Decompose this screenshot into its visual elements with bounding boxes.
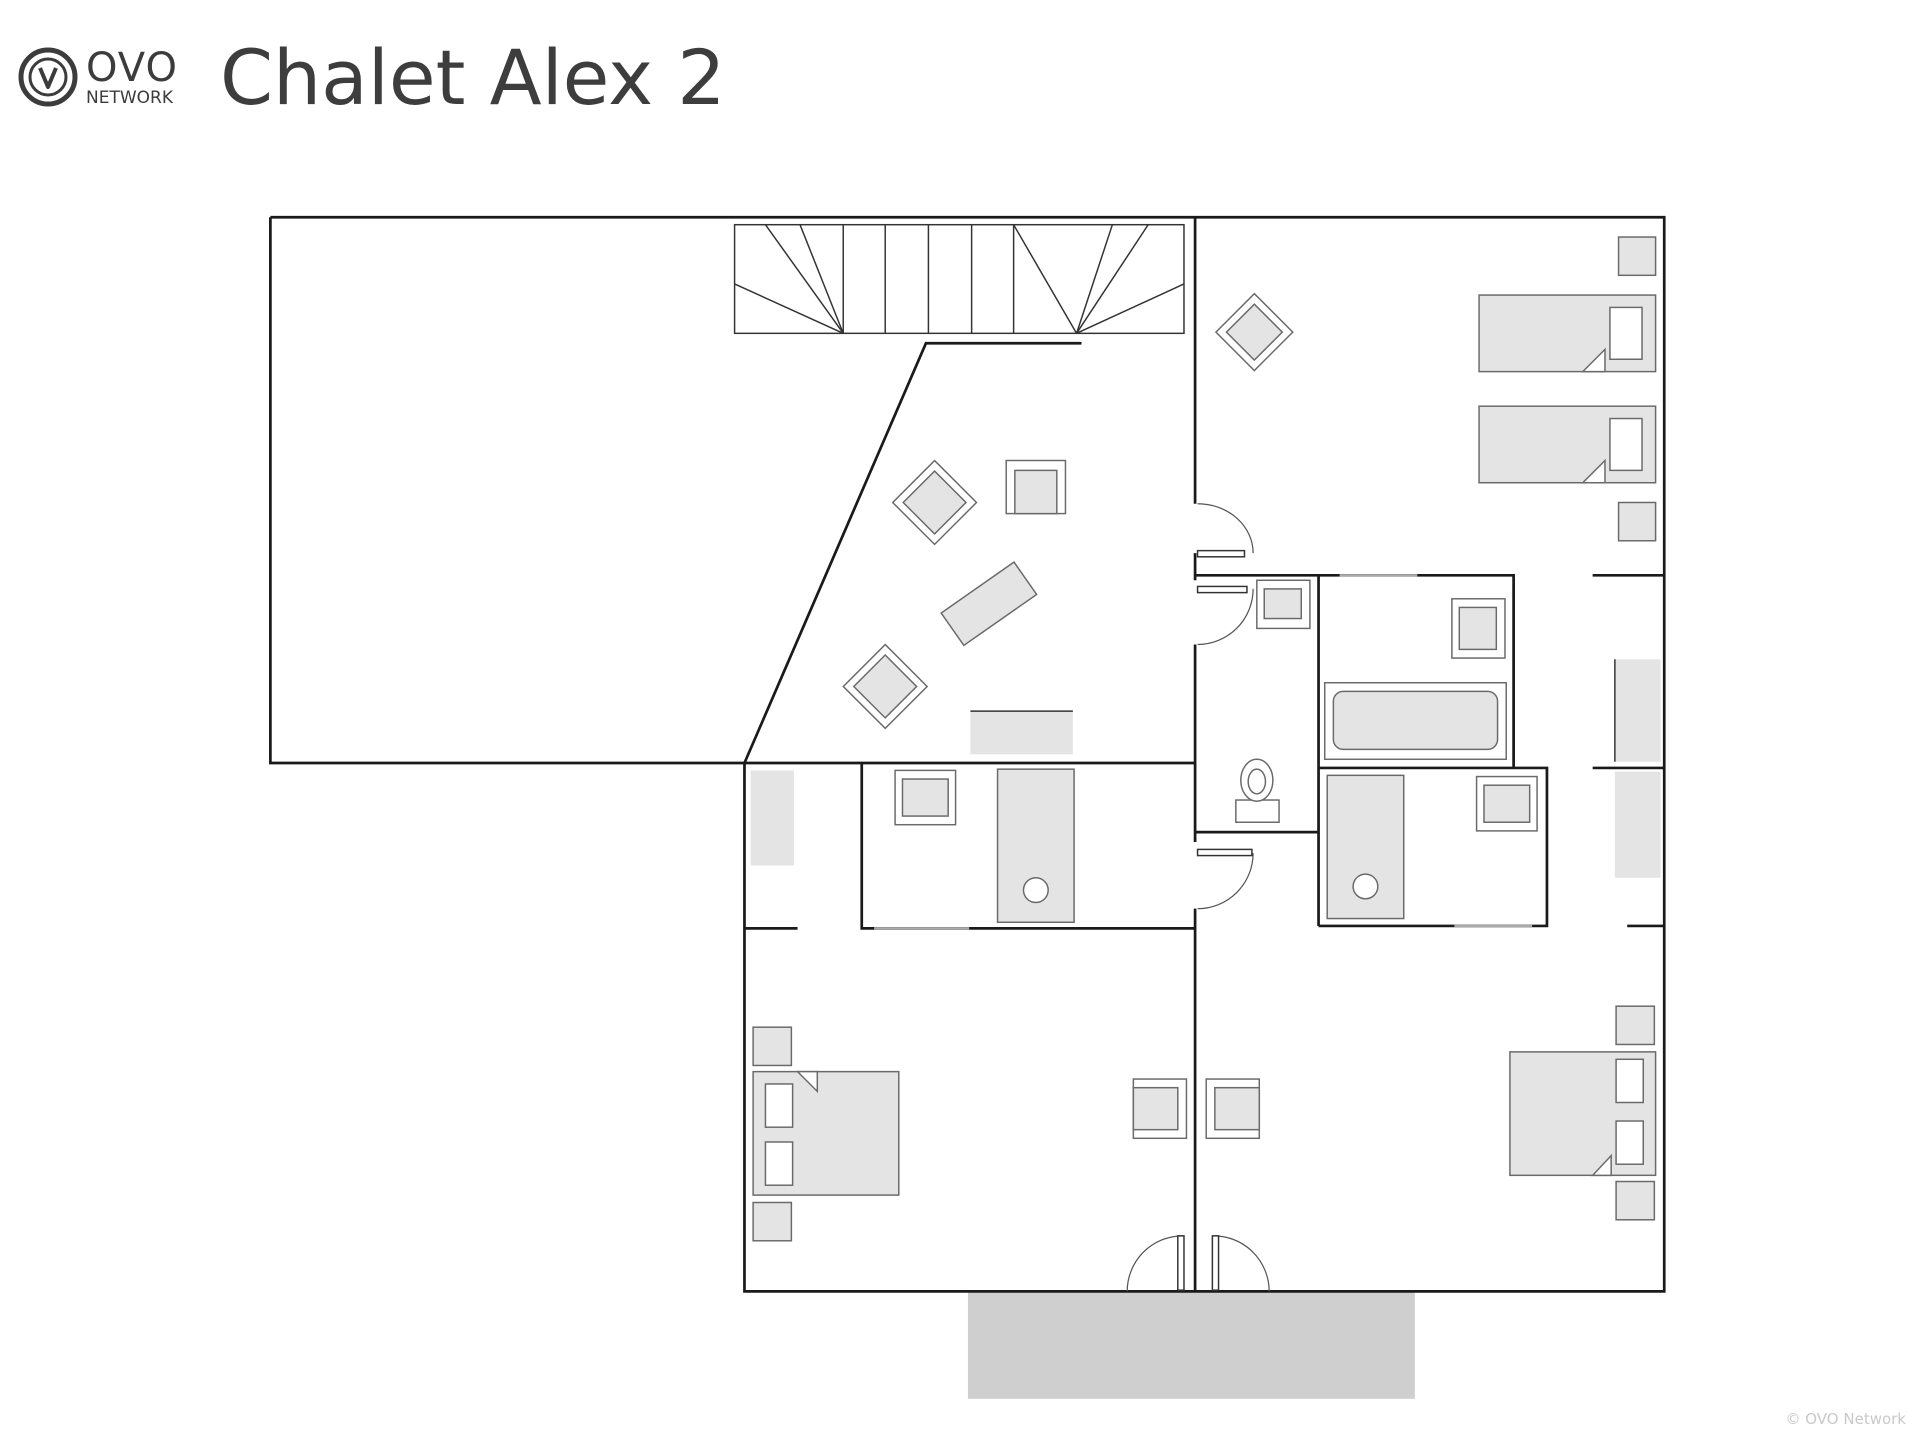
toilet — [1235, 758, 1280, 823]
wardrobe-living — [970, 711, 1073, 755]
nightstand-bl-1 — [752, 1026, 793, 1067]
logo-sub-text: NETWORK — [86, 87, 173, 108]
wardrobe-bl-top — [750, 770, 794, 866]
terrace — [967, 1291, 1415, 1399]
furniture — [733, 223, 1661, 1242]
nightstand-br-2 — [1615, 1180, 1656, 1221]
nightstand-bl-2 — [752, 1201, 793, 1242]
doors — [874, 503, 1533, 1292]
armchair-living-2 — [1005, 459, 1067, 515]
wardrobe-br-top — [1614, 771, 1661, 878]
ovo-network-logo: OVO NETWORK — [18, 47, 178, 107]
coffee-table — [940, 561, 1038, 647]
nightstand-tr-2 — [1617, 501, 1657, 542]
armchair-bl — [1132, 1078, 1188, 1140]
ovo-circle-v-icon — [18, 47, 78, 107]
armchair-br — [1205, 1078, 1261, 1140]
armchair-living-1 — [891, 459, 978, 546]
nightstand-br-1 — [1615, 1005, 1656, 1046]
page-header: OVO NETWORK Chalet Alex 2 — [18, 22, 726, 132]
nightstand-tr-1 — [1617, 236, 1657, 277]
copyright-text: © OVO Network — [1785, 1410, 1906, 1428]
staircase — [733, 223, 1185, 335]
logo-main-text: OVO — [86, 44, 178, 91]
walls — [269, 215, 1666, 1293]
armchair-living-3 — [842, 643, 929, 730]
wardrobe-tr — [1614, 659, 1661, 762]
armchair-bedroom-tr — [1214, 292, 1294, 372]
page-title: Chalet Alex 2 — [219, 32, 726, 122]
